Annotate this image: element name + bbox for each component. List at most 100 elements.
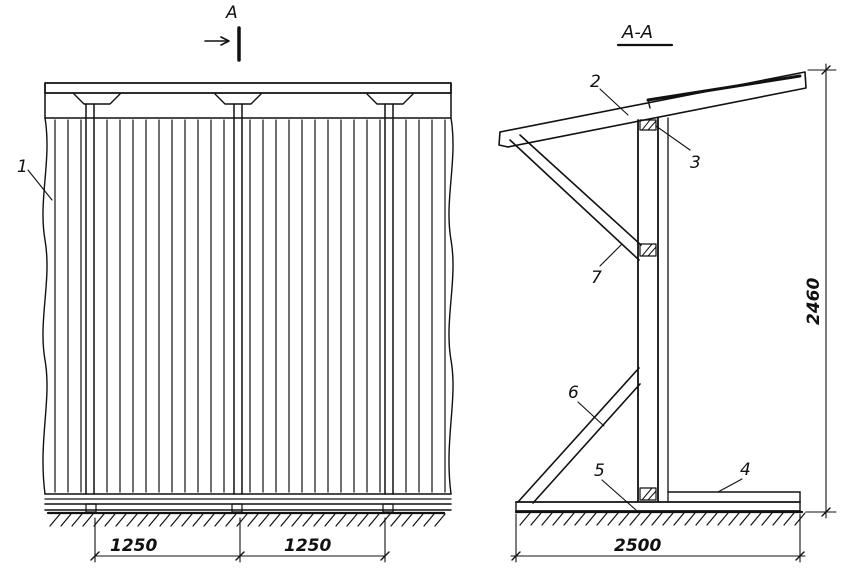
ground-hatch-stroke — [585, 512, 597, 526]
ground-hatch-stroke — [434, 513, 446, 527]
ground-hatch-stroke — [684, 512, 696, 526]
ground-hatch-stroke — [761, 512, 773, 526]
ground-hatch-stroke — [401, 513, 413, 527]
ground-hatch-stroke — [346, 513, 358, 527]
ground-hatch-stroke — [772, 512, 784, 526]
ground-hatch-stroke — [717, 512, 729, 526]
ground-hatch-stroke — [60, 513, 72, 527]
ground-hatch-stroke — [574, 512, 586, 526]
ground-hatch-stroke — [706, 512, 718, 526]
panel-right-edge — [448, 117, 454, 495]
ground-hatch-stroke — [783, 512, 795, 526]
ground-hatch-stroke — [629, 512, 641, 526]
top-beam — [44, 82, 452, 94]
dimension-span-left: 1250 — [110, 536, 157, 556]
ground-hatch-stroke — [728, 512, 740, 526]
ground-hatch-section — [519, 512, 806, 526]
ground-hatch-stroke — [739, 512, 751, 526]
callout-2: 2 — [590, 72, 601, 92]
ground-hatch-stroke — [651, 512, 663, 526]
callout-7: 7 — [591, 268, 602, 288]
post-caps — [73, 93, 414, 105]
ground-hatch-stroke — [618, 512, 630, 526]
height-dimension — [805, 63, 837, 519]
ground-hatch-stroke — [115, 513, 127, 527]
section-arrow-label: A — [225, 3, 238, 23]
ground-hatch-stroke — [170, 513, 182, 527]
ground-hatch-stroke — [357, 513, 369, 527]
ground-hatch-stroke — [104, 513, 116, 527]
dimension-height: 2460 — [804, 278, 824, 325]
ground-hatch-stroke — [71, 513, 83, 527]
leader-1 — [27, 169, 53, 201]
dimension-span-right: 1250 — [284, 536, 331, 556]
callout-4: 4 — [740, 460, 751, 480]
ground-hatch-stroke — [607, 512, 619, 526]
roof-beam — [499, 71, 807, 148]
ground-hatch-stroke — [148, 513, 160, 527]
ground-hatch-stroke — [335, 513, 347, 527]
ground-hatch-stroke — [126, 513, 138, 527]
ground-hatch-stroke — [269, 513, 281, 527]
roof-beam-end — [498, 131, 509, 148]
ground-hatch-stroke — [49, 513, 61, 527]
lower-brace — [517, 367, 641, 504]
ground-hatch-stroke — [280, 513, 292, 527]
ground-hatch-stroke — [225, 513, 237, 527]
span-dimension — [90, 517, 390, 563]
section-post — [637, 117, 659, 502]
hatched-blocks — [639, 119, 657, 501]
leader-5 — [601, 479, 637, 511]
section-view: A-A — [498, 22, 837, 563]
ground-hatch-stroke — [563, 512, 575, 526]
ground-hatch-front — [49, 513, 446, 527]
ground-hatch-stroke — [750, 512, 762, 526]
ground-hatch-stroke — [302, 513, 314, 527]
ground-hatch-stroke — [423, 513, 435, 527]
ground-hatch-stroke — [541, 512, 553, 526]
dimension-depth: 2500 — [614, 536, 661, 556]
posts — [85, 103, 394, 495]
callout-5: 5 — [594, 461, 605, 481]
front-elevation: A — [17, 3, 454, 563]
leader-6 — [577, 401, 605, 427]
section-arrow-head — [220, 36, 230, 46]
ground-hatch-stroke — [236, 513, 248, 527]
leader-7 — [599, 243, 623, 267]
upper-brace — [509, 134, 642, 261]
ground-hatch-stroke — [552, 512, 564, 526]
ground-hatch-stroke — [93, 513, 105, 527]
sill-beam — [515, 501, 801, 512]
bottom-rails — [44, 493, 452, 513]
callout-1: 1 — [17, 157, 28, 177]
section-title: A-A — [621, 22, 653, 43]
corrugated-slats — [54, 119, 446, 493]
ground-hatch-stroke — [137, 513, 149, 527]
callout-6: 6 — [568, 383, 579, 403]
ground-hatch-stroke — [695, 512, 707, 526]
leader-3 — [655, 125, 691, 151]
callout-3: 3 — [690, 153, 701, 173]
ground-hatch-stroke — [390, 513, 402, 527]
depth-dimension — [510, 513, 806, 563]
ground-hatch-stroke — [181, 513, 193, 527]
leader-4 — [717, 478, 743, 493]
top-beam-lower — [44, 92, 452, 119]
ground-hatch-stroke — [412, 513, 424, 527]
ground-hatch-stroke — [258, 513, 270, 527]
ground-hatch-stroke — [247, 513, 259, 527]
panel-left-edge — [42, 117, 48, 495]
roof-sheet — [646, 74, 802, 102]
ground-hatch-stroke — [192, 513, 204, 527]
ground-hatch-stroke — [662, 512, 674, 526]
ground-hatch-stroke — [159, 513, 171, 527]
ground-hatch-stroke — [519, 512, 531, 526]
ground-hatch-stroke — [324, 513, 336, 527]
ground-hatch-stroke — [291, 513, 303, 527]
ground-hatch-stroke — [673, 512, 685, 526]
ground-hatch-stroke — [368, 513, 380, 527]
ground-hatch-stroke — [640, 512, 652, 526]
ground-hatch-stroke — [313, 513, 325, 527]
